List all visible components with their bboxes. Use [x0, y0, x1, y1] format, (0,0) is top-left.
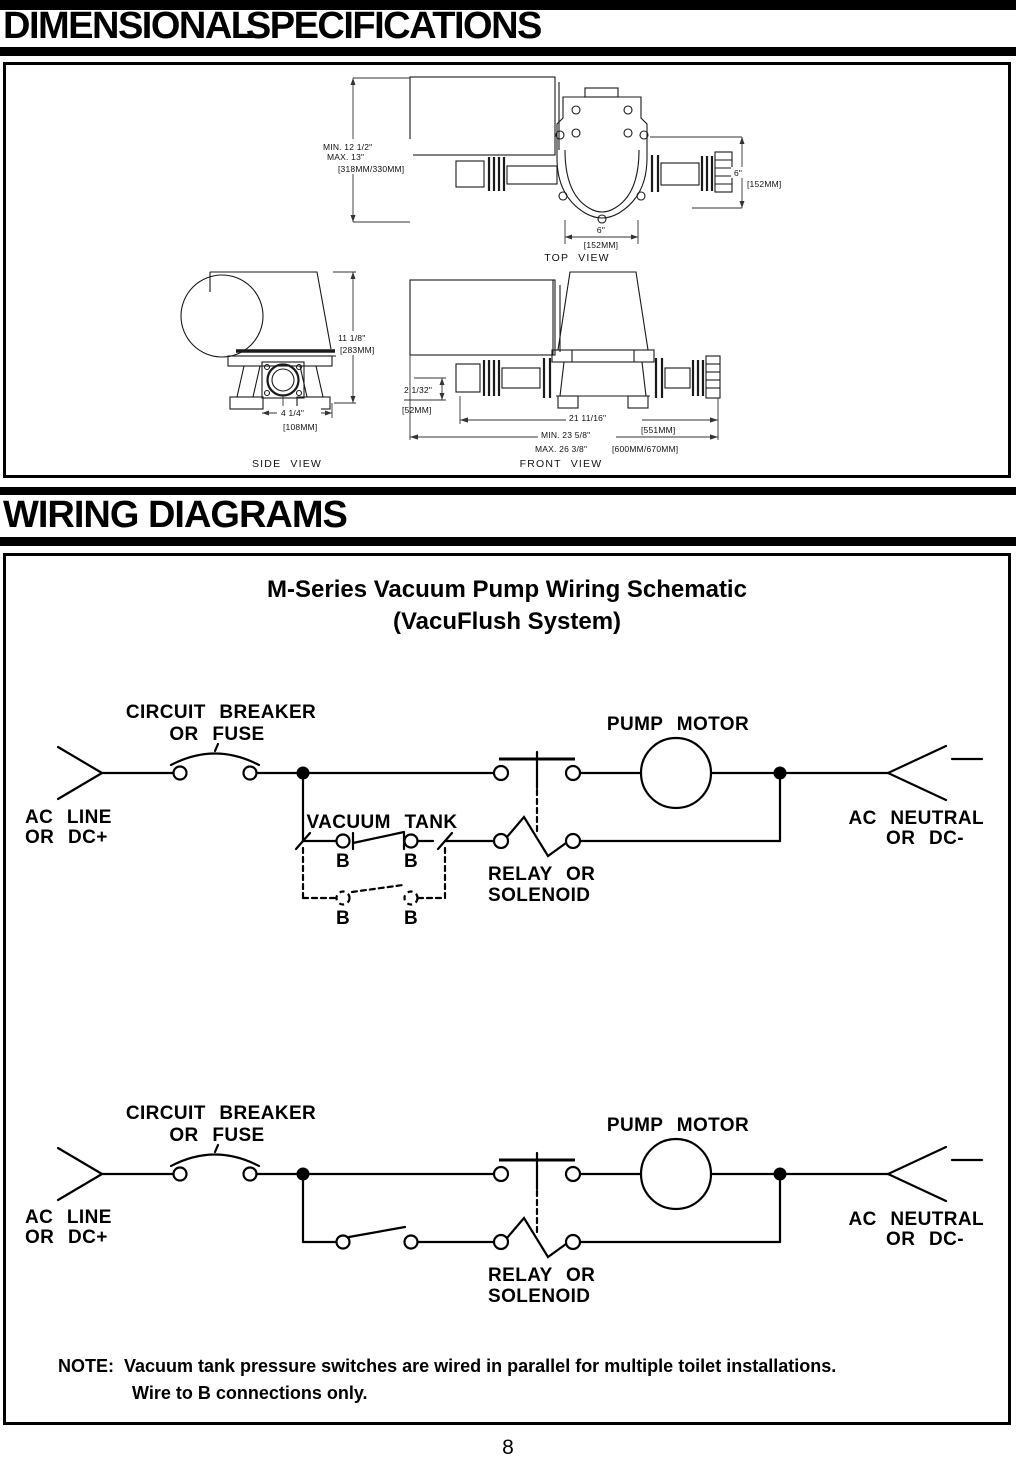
dim-bottom-in: 6" [597, 225, 605, 235]
pump-motor-symbol-2 [639, 1137, 713, 1211]
label-circuit-breaker-2: CIRCUIT BREAKER [126, 1103, 316, 1124]
rule-under-wiring-title [0, 537, 1016, 546]
dim-base-in: 4 1/4" [281, 408, 304, 418]
installation-note: NOTE: Vacuum tank pressure switches are w… [58, 1353, 836, 1407]
schematic-title: M-Series Vacuum Pump Wiring Schematic [267, 576, 747, 603]
relay-contact-symbol [492, 750, 582, 836]
label-circuit-breaker-1: CIRCUIT BREAKER [126, 702, 316, 723]
left-hose-fitting-top [455, 157, 558, 191]
label-vacuum-tank: VACUUM TANK [306, 812, 457, 833]
pump-motor-symbol [639, 736, 713, 810]
dim-depth-mm: [318MM/330MM] [338, 164, 404, 174]
label-or-fuse-2: OR FUSE [169, 1125, 264, 1146]
ac-line-chevron-2 [56, 1146, 104, 1202]
dim-depth-min: MIN. 12 1/2" [323, 142, 372, 152]
right-hose-fitting-front [654, 355, 721, 399]
front-view-label: FRONT VIEW [520, 458, 603, 470]
dim-fitting-in: 2 1/32" [404, 385, 432, 395]
front-view-drawing [409, 271, 721, 409]
top-view-dimensions: MIN. 12 1/2" MAX. 13" [318MM/330MM] 6" [… [320, 77, 781, 250]
label-b-4: B [404, 908, 418, 929]
label-or-fuse-1: OR FUSE [169, 724, 264, 745]
label-or-dcminus-1: OR DC- [886, 828, 964, 849]
label-solenoid-1: SOLENOID [488, 885, 590, 906]
discharge-port [266, 363, 300, 397]
right-hose-fitting-top [650, 151, 733, 193]
dim-width-mm: [600MM/670MM] [612, 444, 678, 454]
front-view-dimensions: 2 1/32" [52MM] 21 11/16" [551MM] MIN. 23… [402, 355, 719, 454]
side-view-drawing [180, 271, 336, 417]
label-or-dcplus-1: OR DC+ [25, 827, 108, 848]
label-b-2: B [404, 851, 418, 872]
wiring-diagrams-frame: M-Series Vacuum Pump Wiring Schematic (V… [3, 553, 1011, 1425]
top-rule [0, 0, 1016, 10]
relay-contact-symbol-2 [492, 1151, 582, 1237]
dim-span-mm: [551MM] [641, 425, 675, 435]
ac-neutral-chevron [886, 744, 984, 802]
label-relay-or-1: RELAY OR [488, 864, 595, 885]
dim-base-mm: [108MM] [283, 422, 317, 432]
side-view-label: SIDE VIEW [252, 458, 322, 470]
ac-neutral-chevron-2 [886, 1145, 984, 1203]
pressure-switch [301, 1225, 496, 1250]
dim-side-mm: [152MM] [747, 179, 781, 189]
ac-line-chevron [56, 745, 104, 801]
dim-fitting-mm: [52MM] [402, 405, 432, 415]
note-text-line2: Wire to B connections only. [132, 1383, 368, 1403]
parallel-vacuum-tank-switch [301, 846, 447, 906]
wiring-schematics: CIRCUIT BREAKER OR FUSE AC LINE OR DC+ V… [25, 702, 984, 1307]
junction-dot-left [296, 766, 310, 780]
label-ac-neutral-1: AC NEUTRAL [849, 808, 985, 829]
dim-height-in: 11 1/8" [338, 333, 365, 343]
dim-width-min: MIN. 23 5/8" [541, 430, 590, 440]
label-b-1: B [336, 851, 350, 872]
page-number: 8 [502, 1436, 514, 1459]
note-text-line1: Vacuum tank pressure switches are wired … [124, 1356, 837, 1376]
label-ac-neutral-2: AC NEUTRAL [849, 1209, 985, 1230]
dim-span-in: 21 11/16" [569, 413, 606, 423]
label-relay-or-2: RELAY OR [488, 1265, 595, 1286]
section-title-dimensional: DIMENSIONAL SPECIFICATIONS [3, 5, 542, 47]
rule-under-dimensional-title [0, 47, 1016, 56]
dim-height-mm: [283MM] [340, 345, 374, 355]
motor-end-side [180, 274, 264, 358]
top-view-label: TOP VIEW [544, 252, 610, 264]
pump-housing-top [556, 96, 648, 219]
junction-dot-right-2 [773, 1167, 787, 1181]
circuit-single-switch: CIRCUIT BREAKER OR FUSE AC LINE OR DC+ R… [25, 1103, 984, 1307]
motor-body-top [409, 76, 556, 156]
top-view-drawing [409, 76, 733, 224]
label-or-dcplus-2: OR DC+ [25, 1227, 108, 1248]
pump-bell-front [557, 271, 649, 351]
rule-above-wiring-title [0, 487, 1016, 495]
label-or-dcminus-2: OR DC- [886, 1229, 964, 1250]
dim-bottom-mm: [152MM] [584, 240, 618, 250]
left-hose-fitting-front [455, 358, 552, 398]
junction-dot-left-2 [296, 1167, 310, 1181]
dimensional-drawings-frame: MIN. 12 1/2" MAX. 13" [318MM/330MM] 6" [… [3, 62, 1011, 478]
label-solenoid-2: SOLENOID [488, 1286, 590, 1307]
junction-dot-right [773, 766, 787, 780]
motor-body-front [409, 279, 556, 356]
side-view-dimensions: 11 1/8" [283MM] 4 1/4" [108MM] [262, 271, 391, 432]
label-ac-line-1: AC LINE [25, 807, 112, 828]
label-ac-line-2: AC LINE [25, 1207, 112, 1228]
dim-side-in: 6" [734, 168, 742, 178]
dim-width-max: MAX. 26 3/8" [535, 444, 587, 454]
circuit-breaker-symbol-2 [169, 1143, 261, 1182]
circuit-with-vacuum-tank: CIRCUIT BREAKER OR FUSE AC LINE OR DC+ V… [25, 702, 984, 929]
relay-coil-symbol [492, 815, 582, 858]
schematic-subtitle: (VacuFlush System) [392, 608, 622, 635]
section-title-wiring: WIRING DIAGRAMS [3, 494, 348, 536]
dimensional-drawings: MIN. 12 1/2" MAX. 13" [318MM/330MM] 6" [… [180, 76, 781, 470]
circuit-breaker-symbol [169, 742, 261, 781]
note-label: NOTE: [58, 1356, 114, 1376]
dim-depth-max: MAX. 13" [327, 152, 364, 162]
vacuum-tank-switch [294, 830, 496, 851]
label-b-3: B [336, 908, 350, 929]
label-pump-motor-2: PUMP MOTOR [607, 1115, 749, 1136]
label-pump-motor-1: PUMP MOTOR [607, 714, 749, 735]
